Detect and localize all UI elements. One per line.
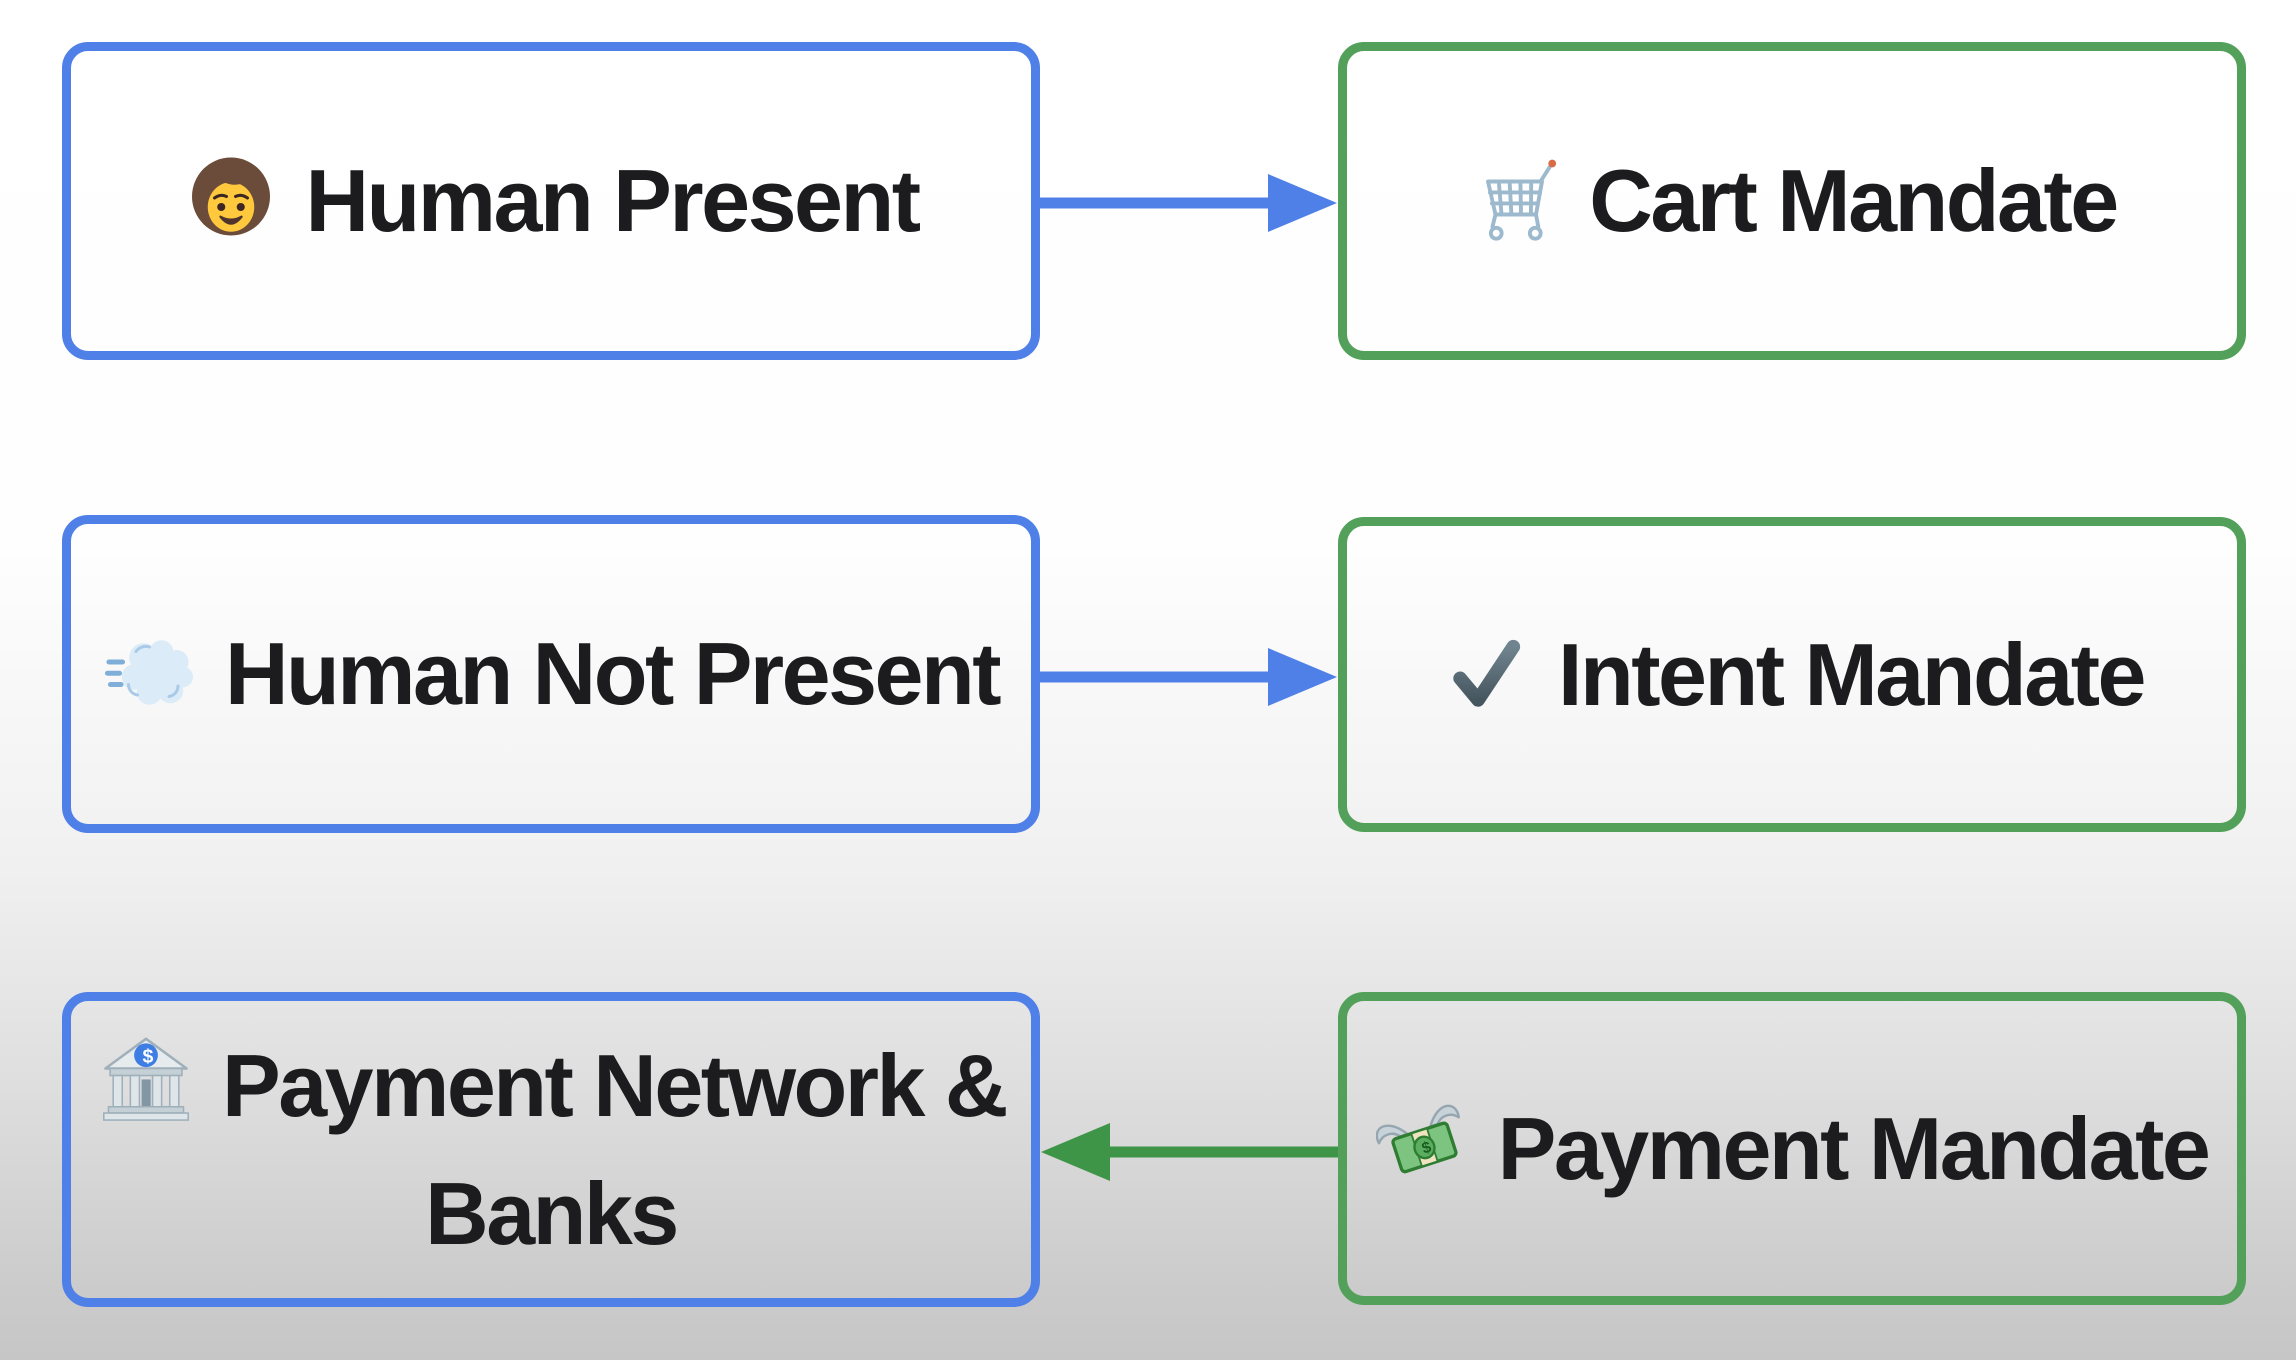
node-cart-mandate: Cart Mandate <box>1338 42 2246 360</box>
node-human-not-present-content: Human Not Present <box>103 610 1002 738</box>
node-payment-mandate: $ Payment Mandate <box>1338 992 2246 1305</box>
node-payment-mandate-label: Payment Mandate <box>1497 1098 2211 1198</box>
shopping-cart-icon <box>1467 150 1563 246</box>
arrow-human-not-present-to-intent-mandate <box>1040 648 1337 706</box>
arrow-human-present-to-cart-mandate <box>1040 174 1337 232</box>
node-human-present: Human Present <box>62 42 1040 360</box>
money-with-wings-icon: $ <box>1375 1098 1472 1194</box>
node-intent-mandate: Intent Mandate <box>1338 517 2246 832</box>
node-intent-mandate-label: Intent Mandate <box>1558 624 2146 724</box>
check-mark-icon <box>1440 628 1532 720</box>
node-payment-mandate-content: $ Payment Mandate <box>1375 1085 2211 1213</box>
node-human-present-label: Human Present <box>305 151 921 251</box>
arrow-payment-mandate-to-payment-network <box>1041 1123 1338 1181</box>
node-human-present-content: Human Present <box>183 137 921 265</box>
node-payment-network-banks-label: Payment Network & Banks <box>222 1035 1008 1263</box>
node-payment-network-banks: $ Payment Network & Banks <box>62 992 1040 1307</box>
node-human-not-present-label: Human Not Present <box>224 624 1002 724</box>
node-cart-mandate-label: Cart Mandate <box>1589 151 2119 251</box>
person-icon <box>183 150 279 246</box>
bank-icon: $ <box>96 1031 196 1131</box>
dash-wind-icon <box>103 623 199 719</box>
node-cart-mandate-content: Cart Mandate <box>1467 137 2119 265</box>
node-intent-mandate-content: Intent Mandate <box>1440 611 2146 739</box>
node-payment-network-banks-content: $ Payment Network & Banks <box>79 1022 1023 1277</box>
node-human-not-present: Human Not Present <box>62 515 1040 833</box>
